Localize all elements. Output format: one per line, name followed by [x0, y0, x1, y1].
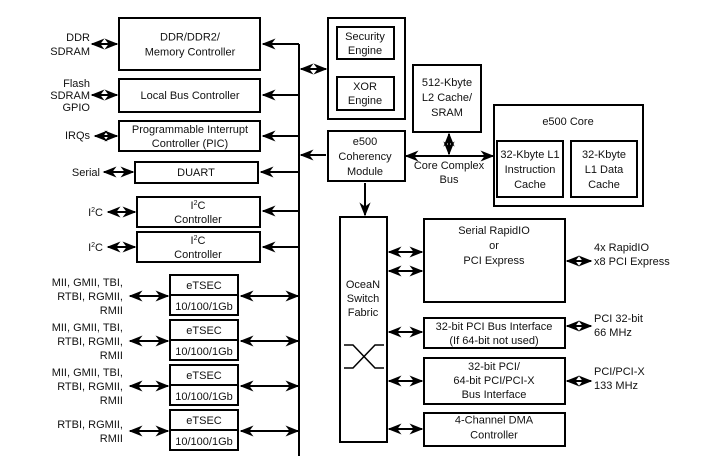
ext-pci64-label-line: PCI/PCI-X: [594, 366, 645, 378]
core-complex-bus-label-line: Bus: [440, 174, 459, 186]
l1-data-cache-block: [570, 140, 638, 198]
etsec-1-ext-label-line: RMII: [100, 305, 123, 317]
ocean-switch-fabric-label-line: OceaN: [346, 279, 380, 291]
l2-cache-label-line: L2 Cache/: [422, 92, 473, 104]
pci64-label-line: Bus Interface: [462, 389, 527, 401]
etsec-4-title-line: eTSEC: [186, 415, 222, 427]
pic-label-line: Programmable Interrupt: [132, 124, 248, 136]
ext-pci64-label-line: 133 MHz: [594, 380, 638, 392]
local-bus-controller-label-line: Local Bus Controller: [140, 90, 239, 102]
srio-pcie-label-line: or: [489, 240, 499, 252]
pci64-block: [423, 357, 566, 405]
srio-pcie-label-line: Serial RapidIO: [458, 225, 530, 237]
ext-srio-label-line: x8 PCI Express: [594, 256, 670, 268]
etsec-2-speed-line: 10/100/1Gb: [175, 346, 233, 358]
l1-instruction-cache-label-line: 32-Kbyte L1: [500, 149, 559, 161]
pci32-block: [423, 317, 566, 349]
pci32-label-line: (If 64-bit not used): [449, 335, 538, 347]
l2-cache-label-line: 512-Kbyte: [422, 77, 472, 89]
ext-i2c-1-label-line: I2C: [88, 207, 103, 219]
i2c-controller-1-block: [136, 196, 261, 228]
ext-pci32-label-line: PCI 32-bit: [594, 313, 643, 325]
ocean-switch-fabric-label-line: Switch: [347, 293, 379, 305]
i2c-controller-1-label-line: I2C: [191, 200, 206, 212]
etsec-2-ext-label-line: MII, GMII, TBI,: [52, 322, 123, 334]
srio-pcie-block: [423, 218, 566, 303]
ext-local-bus-label-line: SDRAM: [50, 90, 90, 102]
i2c-controller-2-label-line: I2C: [191, 235, 206, 247]
dma-controller-label-line: Controller: [470, 430, 518, 442]
security-engine-label-line: Security: [345, 31, 385, 43]
i2c-controller-1-label-line: Controller: [174, 214, 222, 226]
ddr-memory-controller-block: [118, 17, 261, 71]
core-complex-bus-label-line: Core Complex: [414, 160, 485, 172]
xor-engine-label-line: Engine: [348, 95, 382, 107]
ext-pci32-label-line: 66 MHz: [594, 327, 632, 339]
etsec-3-ext-label-line: MII, GMII, TBI,: [52, 367, 123, 379]
duart-block: [134, 161, 259, 184]
l1-data-cache-label-line: 32-Kbyte: [582, 149, 626, 161]
etsec-4-ext-label-line: RTBI, RGMII,: [57, 419, 123, 431]
ext-i2c-2-label-line: I2C: [88, 242, 103, 254]
pci64-label-line: 32-bit PCI/: [468, 361, 521, 373]
etsec-3-speed-line: 10/100/1Gb: [175, 391, 233, 403]
ext-serial-label-line: Serial: [72, 167, 100, 179]
etsec-1-ext-label-line: MII, GMII, TBI,: [52, 277, 123, 289]
etsec-1-title-line: eTSEC: [186, 280, 222, 292]
etsec-2-ext-label-line: RTBI, RGMII,: [57, 336, 123, 348]
l1-data-cache-label-line: L1 Data: [585, 164, 624, 176]
local-bus-controller-block: [118, 78, 261, 113]
etsec-2-ext-label-line: RMII: [100, 350, 123, 362]
etsec-1-speed-line: 10/100/1Gb: [175, 301, 233, 313]
etsec-3-ext-label-line: RTBI, RGMII,: [57, 381, 123, 393]
ext-irqs-label-line: IRQs: [65, 130, 91, 142]
etsec-3-ext-label-line: RMII: [100, 395, 123, 407]
ext-ddr-sdram-label-line: SDRAM: [50, 46, 90, 58]
l1-instruction-cache-label-line: Instruction: [505, 164, 556, 176]
srio-pcie-label-line: PCI Express: [463, 255, 525, 267]
i2c-controller-2-block: [136, 231, 261, 263]
duart-label-line: DUART: [177, 167, 215, 179]
security-engine-label-line: Engine: [348, 45, 382, 57]
coherency-module-label-line: e500: [353, 136, 377, 148]
l2-cache-label-line: SRAM: [431, 107, 463, 119]
dma-controller-label-line: 4-Channel DMA: [455, 415, 534, 427]
coherency-module-label-line: Coherency: [338, 151, 392, 163]
ddr-memory-controller-label-line: Memory Controller: [145, 47, 236, 59]
switch-crossbar-icon: [344, 344, 384, 369]
ddr-memory-controller-label-line: DDR/DDR2/: [160, 32, 221, 44]
ext-ddr-sdram-label-line: DDR: [66, 32, 90, 44]
ocean-switch-fabric-label-line: Fabric: [348, 307, 379, 319]
coherency-module-block: [327, 130, 406, 182]
l1-instruction-cache-block: [496, 140, 564, 198]
etsec-4-ext-label-line: RMII: [100, 433, 123, 445]
xor-engine-block: [336, 76, 395, 111]
ext-local-bus-label-line: Flash: [63, 78, 90, 90]
e500-core-label-line: e500 Core: [542, 116, 593, 128]
ext-local-bus-label-line: GPIO: [62, 102, 90, 114]
pic-block: [118, 120, 261, 152]
l1-data-cache-label-line: Cache: [588, 179, 620, 191]
etsec-3-title-line: eTSEC: [186, 370, 222, 382]
xor-engine-label-line: XOR: [353, 81, 377, 93]
dma-controller-block: [423, 412, 566, 447]
i2c-controller-2-label-line: Controller: [174, 249, 222, 261]
coherency-module-label-line: Module: [347, 166, 383, 178]
l2-cache-block: [412, 64, 482, 133]
etsec-4-speed-line: 10/100/1Gb: [175, 436, 233, 448]
pci64-label-line: 64-bit PCI/PCI-X: [453, 375, 535, 387]
l1-instruction-cache-label-line: Cache: [514, 179, 546, 191]
security-engine-block: [336, 26, 395, 60]
pci32-label-line: 32-bit PCI Bus Interface: [436, 321, 553, 333]
pic-label-line: Controller (PIC): [152, 138, 228, 150]
ocean-switch-fabric-block: [339, 216, 388, 443]
ext-srio-label-line: 4x RapidIO: [594, 242, 649, 254]
etsec-1-ext-label-line: RTBI, RGMII,: [57, 291, 123, 303]
etsec-2-title-line: eTSEC: [186, 325, 222, 337]
